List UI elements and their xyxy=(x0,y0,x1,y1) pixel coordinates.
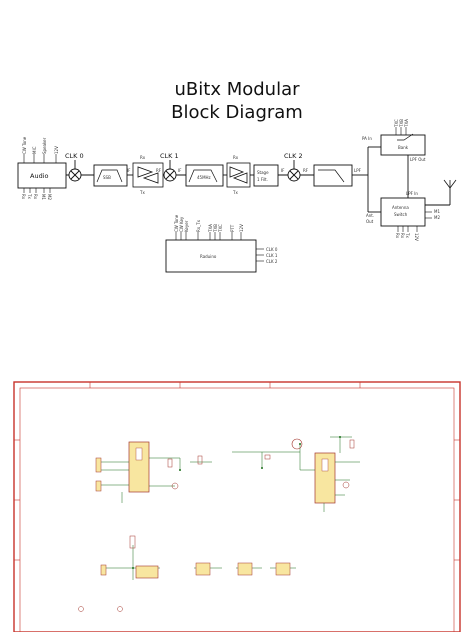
raduino-block xyxy=(165,239,257,273)
amp-2-rx: Rx xyxy=(233,155,239,160)
raduino-clk-2: CLK 2 xyxy=(266,259,278,264)
audio-pin-mic: MIC xyxy=(32,146,37,154)
antenna-pin-tx: Tx xyxy=(405,232,410,238)
amp-1-if: IF xyxy=(127,168,131,173)
schematic-sheet xyxy=(13,381,461,632)
bank-label: Bank xyxy=(398,145,409,150)
lpf-out-label: LPF Out xyxy=(410,157,426,162)
pa-in-label: PA In xyxy=(362,136,372,141)
audio-pin-rx-2: Rx xyxy=(33,194,38,200)
raduino-pin-12v: 12V xyxy=(239,224,244,232)
raduino-pin-cw-tone: CW Tone xyxy=(174,214,179,232)
raduino-clk-0: CLK 0 xyxy=(266,247,278,252)
45mhz-label: 45MHz xyxy=(197,175,211,180)
raduino-pin-cw-key: CW Key xyxy=(179,216,184,232)
mixer-3 xyxy=(287,168,301,182)
bidirectional-amplifier-1 xyxy=(132,162,164,188)
if-label-1: IF xyxy=(178,168,182,173)
audio-label: Audio xyxy=(30,172,48,180)
antenna-icon xyxy=(443,179,457,189)
rf-label-2: RF xyxy=(303,168,309,173)
bank-pin-txb: TXB xyxy=(399,119,404,128)
amp-1-rf: RF xyxy=(156,168,162,173)
title-line-2: Block Diagram xyxy=(171,102,303,123)
clock-0-label: CLK 0 xyxy=(65,152,84,160)
bank-pin-txa: TXA xyxy=(404,119,409,128)
antenna-switch-label-line-2: Switch xyxy=(394,212,408,217)
audio-pin-cw-tone: CW Tone xyxy=(22,136,27,154)
lowpass-icon xyxy=(318,169,345,183)
amp-1-rx: Rx xyxy=(140,155,146,160)
bandpass-icon-2 xyxy=(188,169,218,183)
antenna-pin-rx-1: Rx xyxy=(395,233,400,239)
bank-switch-icon xyxy=(397,133,414,141)
lpf-block xyxy=(313,164,353,187)
raduino-pin-txc: TXC xyxy=(218,224,223,233)
bidirectional-amplifier-2 xyxy=(226,162,251,188)
if-label-2: IF xyxy=(281,168,285,173)
antenna-m1: M1 xyxy=(434,209,440,214)
raduino-clk-1: CLK 1 xyxy=(266,253,278,258)
audio-pin-m2: M2 xyxy=(47,194,52,200)
antenna-switch-label-line-1: Antenna xyxy=(392,205,409,210)
audio-pin-speaker: Speaker xyxy=(42,137,47,154)
mixer-1 xyxy=(68,168,82,182)
mixer-2 xyxy=(163,168,177,182)
audio-block xyxy=(17,162,67,189)
clock-2-label: CLK 2 xyxy=(284,152,303,160)
schematic-ic-1 xyxy=(128,441,150,493)
bandpass-icon xyxy=(96,169,123,183)
ant-out-label-line-2: Out xyxy=(366,219,374,224)
raduino-pin-txa: TXA xyxy=(208,224,213,233)
stage-1-filter-block xyxy=(253,164,279,187)
audio-pin-tx: Tx xyxy=(27,193,32,199)
diagram-title: uBitx Modular Block Diagram xyxy=(0,78,474,124)
bank-pin-txc: TXC xyxy=(394,119,399,128)
raduino-label: Raduino xyxy=(200,254,217,259)
antenna-m2: M2 xyxy=(434,215,440,220)
clock-1-label: CLK 1 xyxy=(160,152,179,160)
ant-out-label-line-1: Ant. xyxy=(366,213,374,218)
audio-pin-m1: M1 xyxy=(41,194,46,200)
title-line-1: uBitx Modular xyxy=(174,79,300,100)
ssb-label: SSB xyxy=(103,175,111,180)
antenna-pin-12v: 12V xyxy=(414,233,419,241)
lpf-in-label: LPF In xyxy=(406,191,418,196)
bank-block xyxy=(380,134,426,156)
lpf-label: LPF xyxy=(354,168,362,173)
raduino-pin-ptt: PTT xyxy=(230,224,235,232)
raduino-pin-rx-tx: Rx_Tx xyxy=(196,219,201,232)
amp-2-tx: Tx xyxy=(232,190,238,195)
stage-1-label-line-2: 1 Filt. xyxy=(257,177,268,182)
amp-1-tx: Tx xyxy=(139,190,145,195)
schematic-ic-2 xyxy=(314,452,336,504)
audio-pin-rx-1: Rx xyxy=(21,194,26,200)
raduino-pin-keyer: Keyer xyxy=(184,220,189,232)
audio-pin-12v: 12V xyxy=(54,146,59,154)
raduino-pin-txb: TXB xyxy=(213,224,218,233)
stage-1-label-line-1: Stage xyxy=(257,170,269,175)
antenna-pin-rx-2: Rx xyxy=(400,233,405,239)
